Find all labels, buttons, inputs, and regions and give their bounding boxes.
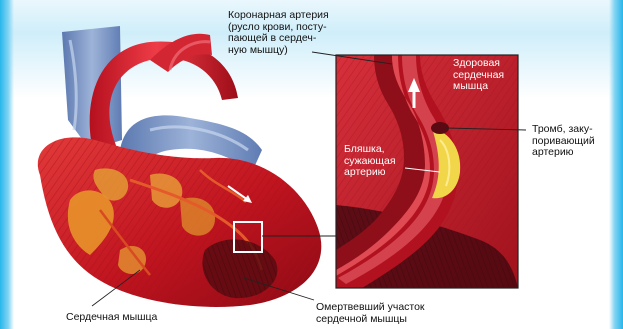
label-plaque: Бляшка, сужающая артерию xyxy=(344,144,414,179)
label-thrombus: Тромб, заку- поривающий артерию xyxy=(532,124,617,159)
label-dead-area: Омертвевший участок сердечной мышцы xyxy=(316,302,476,325)
label-heart-muscle: Сердечная мышца xyxy=(66,312,206,324)
label-coronary-artery: Коронарная артерия (русло крови, посту- … xyxy=(228,10,368,56)
label-healthy-muscle: Здоровая сердечная мышца xyxy=(453,58,523,93)
